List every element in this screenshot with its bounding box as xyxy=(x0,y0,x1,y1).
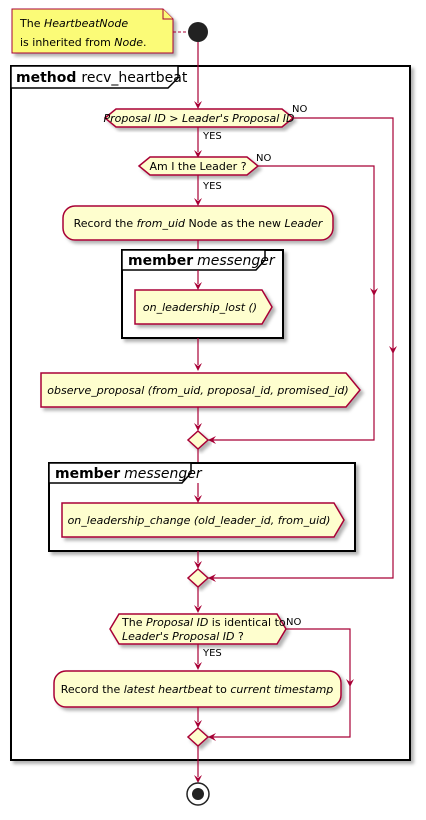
note-line-1: The HeartbeatNode xyxy=(19,17,128,30)
start-node xyxy=(188,22,208,42)
d2-yes-label: YES xyxy=(202,181,222,192)
action-record-heartbeat: Record the latest heartbeat to current t… xyxy=(53,670,342,708)
d1-no-label: NO xyxy=(292,104,307,115)
decision-proposal-identical: The Proposal ID is identical to Leader's… xyxy=(109,613,287,645)
call-on-leadership-lost-text: on_leadership_lost () xyxy=(143,301,257,314)
action-record-heartbeat-text: Record the latest heartbeat to current t… xyxy=(61,683,334,696)
d2-no-label: NO xyxy=(256,153,271,164)
decision-3-line-2: Leader's Proposal ID ? xyxy=(122,630,244,643)
d3-yes-label: YES xyxy=(202,648,222,659)
call-on-leadership-change-text: on_leadership_change (old_leader_id, fro… xyxy=(68,514,331,527)
decision-am-i-leader: Am I the Leader ? xyxy=(137,156,260,176)
action-record-new-leader: Record the from_uid Node as the new Lead… xyxy=(62,205,334,241)
call-on-leadership-lost: on_leadership_lost () xyxy=(134,289,273,325)
call-observe-proposal-text: observe_proposal (from_uid, proposal_id,… xyxy=(47,384,348,397)
decision-proposal-id-text: Proposal ID > Leader's Proposal ID xyxy=(103,112,294,125)
d3-no-label: NO xyxy=(286,617,301,628)
call-on-leadership-change: on_leadership_change (old_leader_id, fro… xyxy=(61,502,345,538)
end-node xyxy=(186,782,210,806)
decision-3-line-1: The Proposal ID is identical to xyxy=(121,616,286,629)
call-observe-proposal: observe_proposal (from_uid, proposal_id,… xyxy=(40,372,361,408)
decision-am-i-leader-text: Am I the Leader ? xyxy=(149,160,246,173)
note-line-2: is inherited from Node. xyxy=(20,36,147,49)
action-record-new-leader-text: Record the from_uid Node as the new Lead… xyxy=(74,217,324,230)
decision-proposal-id: Proposal ID > Leader's Proposal ID xyxy=(103,108,295,128)
d1-yes-label: YES xyxy=(202,131,222,142)
inheritance-note: The HeartbeatNode is inherited from Node… xyxy=(11,8,186,54)
